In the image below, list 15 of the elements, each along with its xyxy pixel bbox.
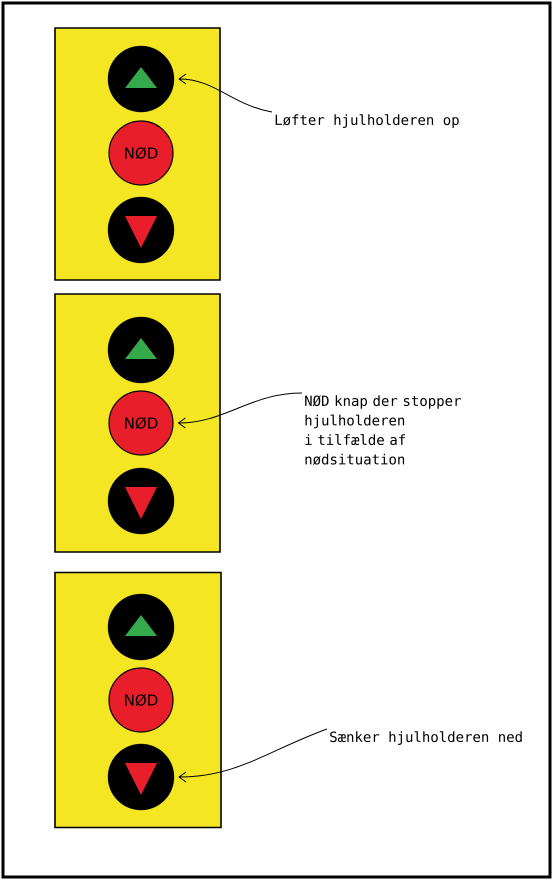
- callout-text: Løfter hjulholderen op: [276, 114, 459, 128]
- emergency-button: NØD: [108, 667, 174, 733]
- leader-arrow: [178, 728, 328, 782]
- arrow-button: [108, 744, 174, 810]
- leader-arrow: [178, 392, 302, 428]
- callout-text: Sænker hjulholderen ned: [330, 731, 522, 745]
- leader-arrow: [178, 74, 272, 112]
- emergency-button: NØD: [108, 120, 174, 186]
- arrow-button: [108, 468, 174, 534]
- emergency-button: NØD: [108, 390, 174, 456]
- arrow-button: [108, 316, 174, 384]
- arrow-button: [108, 46, 174, 112]
- arrow-button: [108, 196, 174, 264]
- arrow-button: [108, 594, 174, 660]
- callout-text: NØD knap der stopper hjulholderen i tilfælde af nødsituation: [305, 395, 461, 466]
